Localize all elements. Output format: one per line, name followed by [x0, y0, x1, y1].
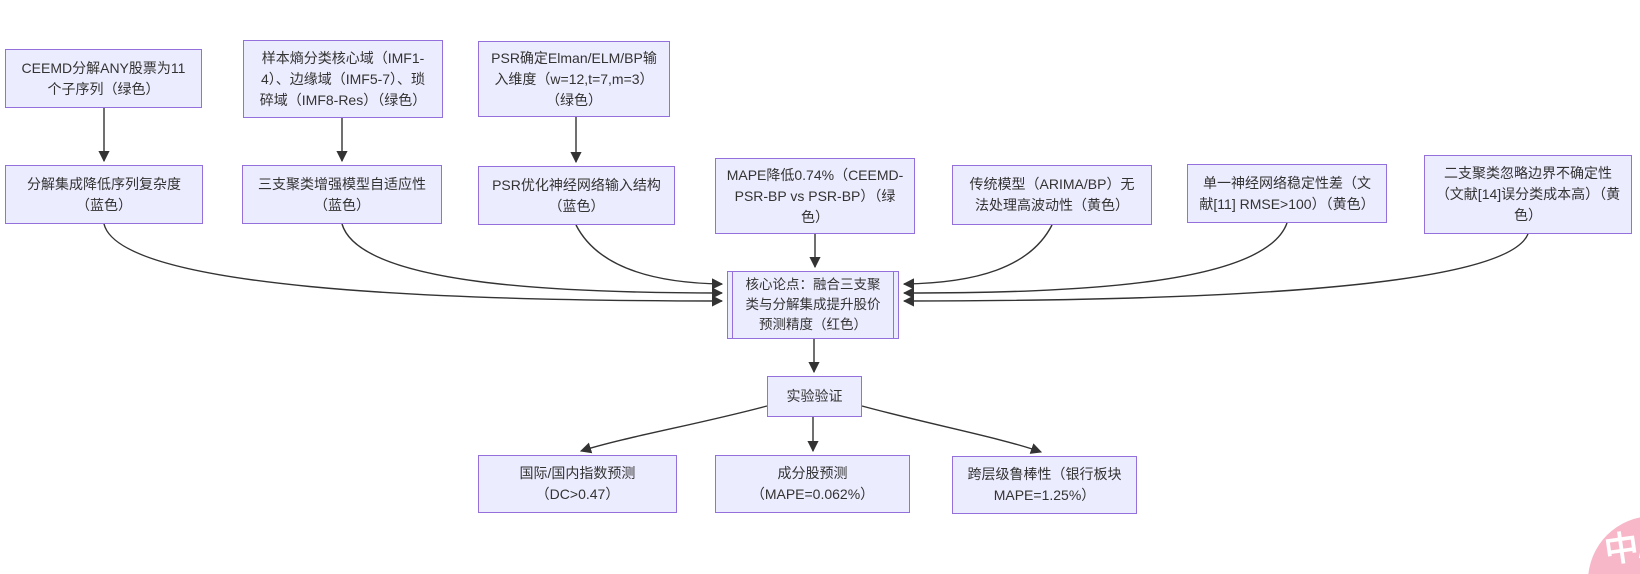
node-psr-input-structure: PSR优化神经网络输入结构（蓝色） [478, 166, 675, 225]
node-decomposition-complexity: 分解集成降低序列复杂度（蓝色） [5, 165, 203, 224]
node-two-way-clustering-limitation: 二支聚类忽略边界不确定性（文献[14]误分类成本高）（黄色） [1424, 155, 1632, 234]
node-ceemd-decomposition: CEEMD分解ANY股票为11个子序列（绿色） [5, 49, 202, 108]
edge-decomp-to-core [103, 223, 724, 307]
node-mape-improvement: MAPE降低0.74%（CEEMD-PSR-BP vs PSR-BP）（绿色） [715, 158, 915, 234]
edge-traditional-to-core [902, 224, 1053, 290]
node-index-prediction: 国际/国内指数预测（DC>0.47） [478, 455, 677, 513]
edge-twc-to-core [341, 223, 724, 299]
node-traditional-model-limitation: 传统模型（ARIMA/BP）无法处理高波动性（黄色） [952, 165, 1152, 225]
node-constituent-stock-prediction: 成分股预测（MAPE=0.062%） [715, 455, 910, 513]
edge-psrstruct-to-core [575, 224, 724, 290]
node-cross-level-robustness: 跨层级鲁棒性（银行板块MAPE=1.25%） [952, 456, 1137, 514]
node-single-nn-instability: 单一神经网络稳定性差（文献[11] RMSE>100）（黄色） [1187, 164, 1387, 223]
language-toggle-icon: 中A [1602, 525, 1640, 571]
node-psr-input-dimension: PSR确定Elman/ELM/BP输入维度（w=12,t=7,m=3）（绿色） [478, 41, 670, 117]
edge-singlenn-to-core [902, 222, 1288, 299]
node-sample-entropy-classification: 样本熵分类核心域（IMF1-4）、边缘域（IMF5-7）、琐碎域（IMF8-Re… [243, 40, 443, 118]
language-toggle-button[interactable]: 中A [1588, 516, 1640, 574]
node-three-way-clustering-adaptivity: 三支聚类增强模型自适应性（蓝色） [242, 165, 442, 224]
edge-validation-to-robustness [861, 405, 1043, 454]
edge-validation-to-index [579, 405, 768, 454]
node-experimental-validation: 实验验证 [767, 376, 862, 417]
edge-boundary-to-core [902, 233, 1529, 307]
node-core-thesis: 核心论点：融合三支聚类与分解集成提升股价预测精度（红色） [727, 271, 899, 339]
